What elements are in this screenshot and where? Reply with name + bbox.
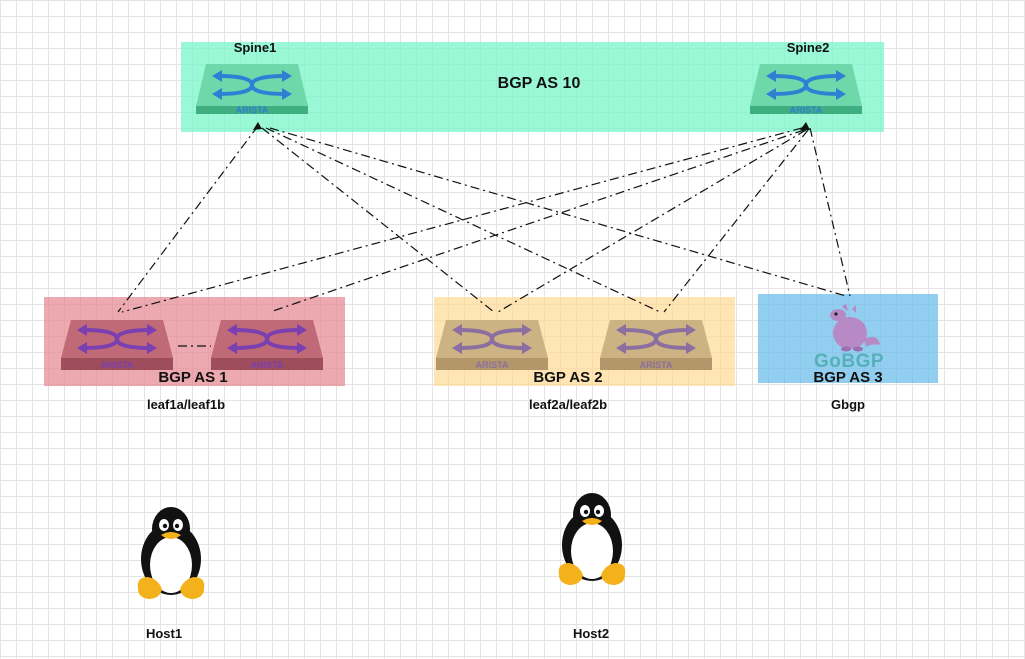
arista-switch-icon: ARISTA [750,64,862,115]
arista-switch-icon: ARISTA [61,320,173,370]
linux-tux-icon [137,507,205,599]
leaf1a-switch[interactable]: ARISTA [61,318,175,374]
link-spine1-leaf1a [117,125,259,313]
link-spine2-leaf1b [269,129,805,313]
link-spine2-leaf2a [497,129,807,313]
host2-node[interactable] [553,491,631,587]
gobgp-gopher-icon [830,303,880,352]
gbgp-node[interactable]: GoBGP [808,303,890,383]
svg-text:ARISTA: ARISTA [790,105,823,115]
arista-switch-icon: ARISTA [600,320,712,370]
spine2-label: Spine2 [786,40,830,55]
linux-tux-icon [558,493,626,585]
svg-text:ARISTA: ARISTA [236,105,269,115]
arista-switch-icon: ARISTA [211,320,323,370]
leaf1-group-label: leaf1a/leaf1b [146,397,226,412]
bgp-as2-label: BGP AS 2 [533,369,603,386]
arrowhead-spine1 [253,122,262,130]
spine2-switch[interactable]: ARISTA [750,62,864,118]
spine1-switch[interactable]: ARISTA [196,62,310,118]
arrowhead-spine2 [800,122,810,130]
bgp-as1-label: BGP AS 1 [158,369,228,386]
link-spine1-leaf2a [261,127,495,313]
svg-text:ARISTA: ARISTA [640,360,673,370]
svg-text:ARISTA: ARISTA [476,360,509,370]
gobgp-logo-text: GoBGP [813,351,885,372]
leaf2b-switch[interactable]: ARISTA [600,318,714,374]
leaf2a-switch[interactable]: ARISTA [436,318,550,374]
link-spine2-gbgp [809,127,851,297]
svg-text:ARISTA: ARISTA [101,360,134,370]
svg-text:ARISTA: ARISTA [251,360,284,370]
leaf1b-switch[interactable]: ARISTA [211,318,325,374]
link-spine2-leaf1a [121,127,803,313]
gbgp-label: Gbgp [831,397,865,412]
bgp-as3-label: BGP AS 3 [813,369,883,386]
bgp-as10-label: BGP AS 10 [497,75,581,92]
host2-label: Host2 [572,626,610,641]
host1-node[interactable] [132,505,210,601]
arista-switch-icon: ARISTA [436,320,548,370]
link-spine2-leaf2b [663,129,809,313]
spine1-label: Spine1 [233,40,277,55]
link-spine1-leaf2b [265,127,661,313]
leaf2-group-label: leaf2a/leaf2b [528,397,608,412]
arista-switch-icon: ARISTA [196,64,308,115]
host1-label: Host1 [145,626,183,641]
link-spine1-gbgp [269,127,847,297]
